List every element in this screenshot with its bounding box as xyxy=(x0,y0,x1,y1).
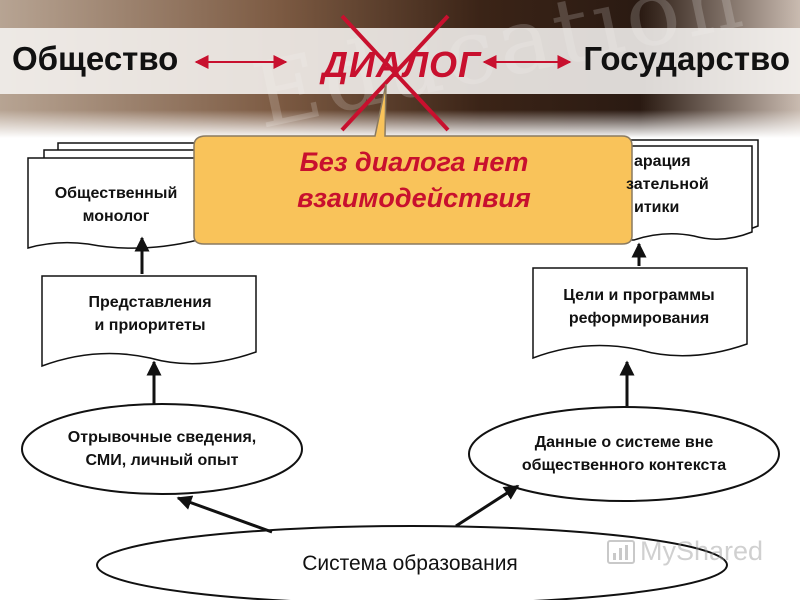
header-banner: Education xyxy=(0,0,800,138)
fragmentary-label: Отрывочные сведения, СМИ, личный опыт xyxy=(24,426,300,472)
cross-line-2 xyxy=(340,14,450,132)
fragmentary-line-2: СМИ, личный опыт xyxy=(85,452,239,469)
callout-line-1: Без диалога нет xyxy=(299,147,529,177)
system-data-ellipse xyxy=(468,406,780,502)
representations-doc xyxy=(41,275,257,368)
goals-line-2: реформирования xyxy=(568,310,710,327)
callout-text: Без диалога нет взаимодействия xyxy=(196,144,632,216)
callout-line-2: взаимодействия xyxy=(297,183,531,213)
public-monologue-line-1: Общественный xyxy=(54,185,178,202)
goals-line-1: Цели и программы xyxy=(563,287,715,304)
arrow-edu-to-fragment xyxy=(176,495,273,534)
callout-shape xyxy=(193,83,633,245)
system-data-label: Данные о системе вне общественного конте… xyxy=(472,431,776,477)
representations-line-1: Представления xyxy=(88,294,212,311)
myshared-logo-icon xyxy=(607,540,635,564)
state-title: Государство xyxy=(583,40,790,77)
fragmentary-line-1: Отрывочные сведения, xyxy=(67,429,257,446)
education-system-ellipse xyxy=(96,525,728,600)
system-data-line-2: общественного контекста xyxy=(521,457,727,474)
public-monologue-label: Общественный монолог xyxy=(36,182,196,228)
declaration-line-1: арация xyxy=(634,153,691,170)
dialogue-title: ДИАЛОГ xyxy=(322,44,482,85)
arrow-edu-to-data xyxy=(455,484,520,528)
representations-label: Представления и приоритеты xyxy=(50,291,250,337)
representations-line-2: и приоритеты xyxy=(94,317,206,334)
system-data-line-1: Данные о системе вне xyxy=(534,434,714,451)
declaration-line-3: итики xyxy=(634,199,680,216)
public-monologue-doc xyxy=(27,142,213,249)
banner-strip xyxy=(0,28,800,94)
declaration-line-2: зательной xyxy=(626,176,709,193)
public-monologue-line-2: монолог xyxy=(82,208,150,225)
declaration-doc xyxy=(603,139,759,241)
declaration-label: арация зательной итики xyxy=(626,150,734,219)
goals-label: Цели и программы реформирования xyxy=(534,284,744,330)
education-system-label: Система образования xyxy=(302,552,518,575)
watermark-text: MyShared xyxy=(640,536,764,566)
goals-doc xyxy=(532,267,748,360)
society-title: Общество xyxy=(12,40,179,77)
banner-fade xyxy=(0,110,800,138)
fragmentary-ellipse xyxy=(21,403,303,495)
